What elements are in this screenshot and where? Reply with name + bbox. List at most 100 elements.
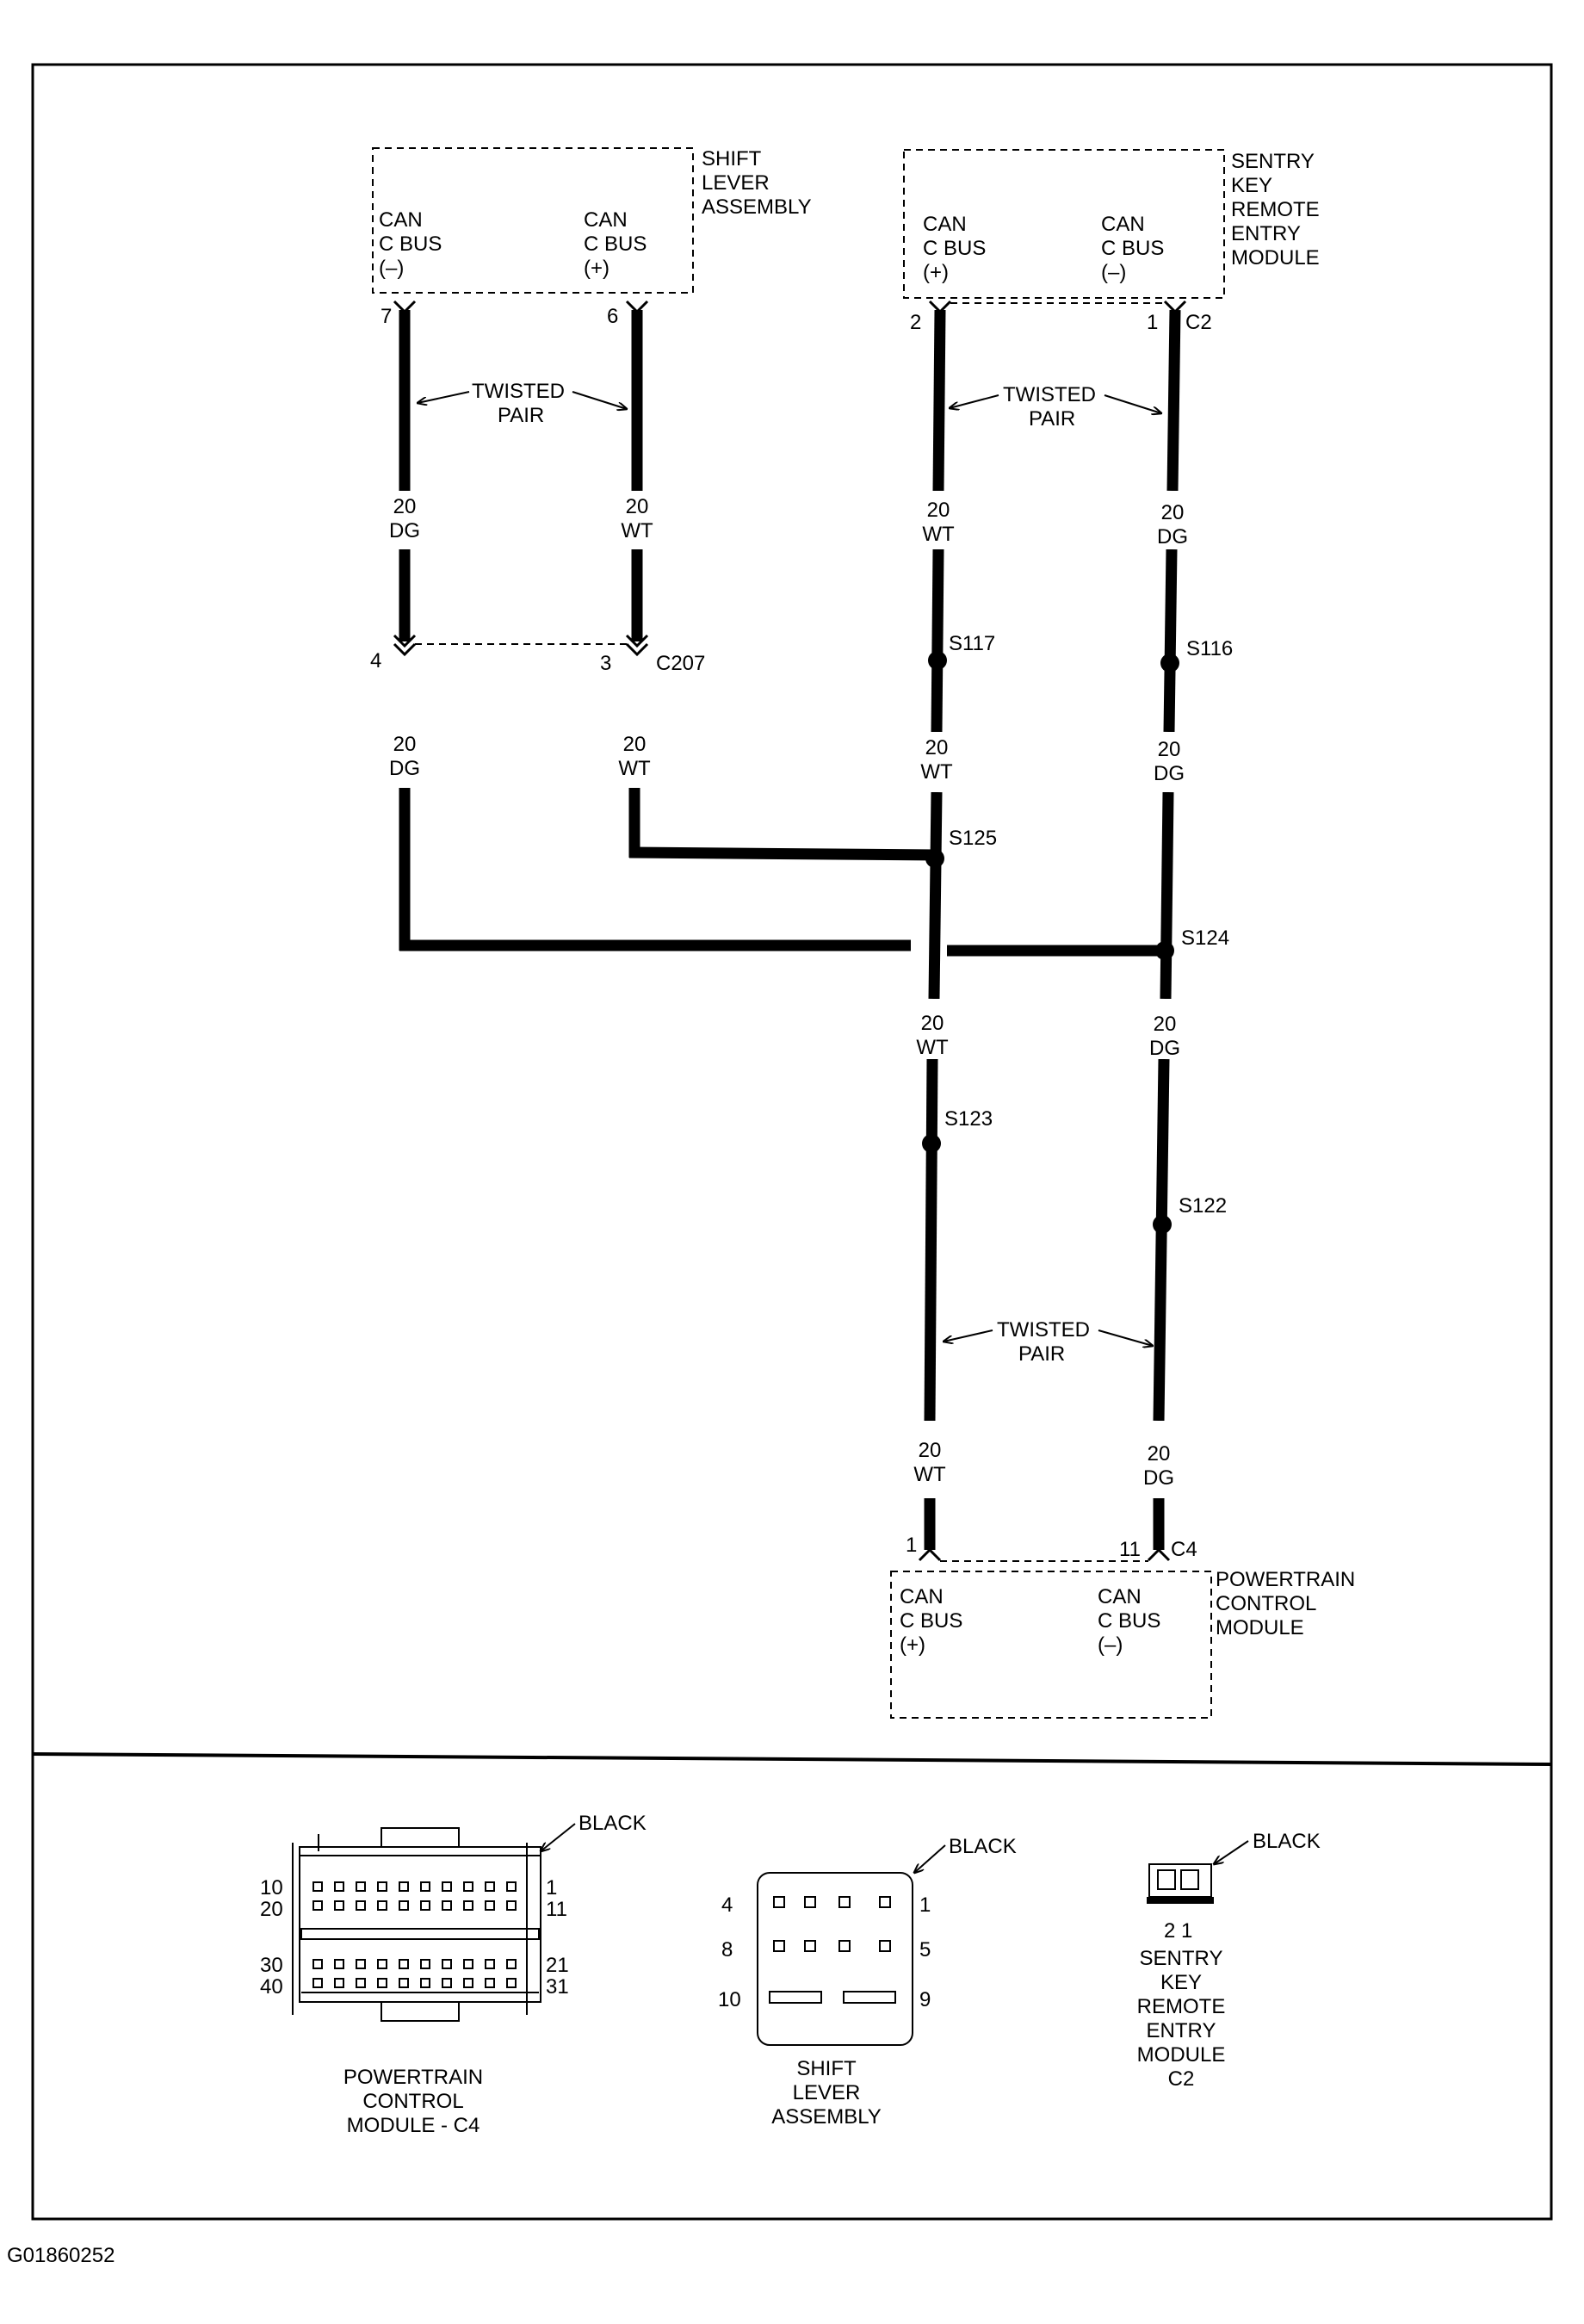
svg-text:DG: DG — [389, 519, 420, 542]
svg-text:20: 20 — [1148, 1442, 1171, 1466]
pcm-pin-cavity — [485, 1881, 495, 1892]
wire-dg-skrem-mid — [1163, 548, 1178, 733]
wire-label-wt-5: 20 WT — [913, 999, 952, 1059]
pcm-pin-cavity — [399, 1881, 409, 1892]
pcm-pin-cavity — [312, 1978, 323, 1988]
svg-text:TWISTED: TWISTED — [472, 380, 565, 403]
svg-text:ENTRY: ENTRY — [1147, 2019, 1216, 2042]
pcm-pin-cavity — [399, 1978, 409, 1988]
svg-text:S125: S125 — [949, 827, 997, 850]
skrem-name-1: SENTRY — [1231, 150, 1315, 173]
svg-text:20: 20 — [393, 495, 417, 518]
svg-text:DG: DG — [1154, 762, 1185, 785]
c207-label: C207 — [656, 652, 705, 675]
shift-lever-pin-6: 6 — [607, 305, 618, 328]
pcm-pin-cavity — [420, 1978, 430, 1988]
pcm-pin-cavity — [463, 1959, 473, 1969]
skrem-pin-plus-label-2: C BUS — [923, 237, 986, 260]
svg-text:S117: S117 — [949, 632, 995, 655]
svg-text:1: 1 — [919, 1893, 931, 1917]
svg-text:CONTROL: CONTROL — [362, 2090, 463, 2113]
shift-lever-connector-color: BLACK — [949, 1835, 1017, 1858]
sentry-key-remote-entry-module: CAN C BUS (+) CAN C BUS (–) SENTRY KEY R… — [903, 149, 1320, 299]
wire-label-dg-1: 20 DG — [386, 491, 424, 549]
svg-text:8: 8 — [721, 1938, 733, 1961]
svg-text:WT: WT — [913, 1463, 946, 1486]
svg-text:20: 20 — [927, 499, 950, 522]
shift-lever-name-1: SHIFT — [702, 147, 762, 170]
pcm-pin-cavity — [312, 1959, 323, 1969]
svg-text:MODULE - C4: MODULE - C4 — [347, 2114, 480, 2137]
svg-text:4: 4 — [721, 1893, 733, 1917]
svg-text:1: 1 — [546, 1876, 557, 1899]
pcm-pin-cavity — [334, 1900, 344, 1911]
svg-text:S123: S123 — [944, 1107, 993, 1131]
pcm-pin-cavity — [399, 1959, 409, 1969]
pcm-pin-cavity — [485, 1978, 495, 1988]
pcm-pin-cavity — [420, 1881, 430, 1892]
svg-text:PAIR: PAIR — [498, 404, 544, 427]
svg-text:20: 20 — [921, 1012, 944, 1035]
svg-text:10: 10 — [260, 1876, 283, 1899]
svg-text:20: 20 — [623, 733, 647, 756]
terminal-marks — [393, 300, 1187, 1562]
pcm-pin-cavity — [485, 1959, 495, 1969]
skrem-c2-pins: 2 1 — [1164, 1919, 1192, 1943]
svg-text:DG: DG — [389, 757, 420, 780]
svg-text:S122: S122 — [1179, 1194, 1227, 1218]
skrem-pin-minus-label-1: CAN — [1101, 213, 1145, 236]
pcm-connector-c4: C4 — [1171, 1538, 1197, 1561]
svg-text:SENTRY: SENTRY — [1140, 1947, 1223, 1970]
pcm-pin-cavity — [377, 1881, 387, 1892]
skrem-name-4: ENTRY — [1231, 222, 1301, 245]
skrem-c2-color: BLACK — [1253, 1830, 1321, 1853]
wire-dg-skrem-upper — [1166, 309, 1181, 492]
pcm-pin-plus-label-2: C BUS — [900, 1609, 962, 1633]
wire-label-dg-3: 20 DG — [386, 728, 424, 788]
svg-text:REMOTE: REMOTE — [1137, 1995, 1226, 2018]
splice-s117: S117 — [928, 632, 995, 670]
pcm-pin-plus-label-1: CAN — [900, 1585, 944, 1608]
svg-text:20: 20 — [1158, 738, 1181, 761]
svg-text:10: 10 — [718, 1988, 741, 2011]
svg-text:DG: DG — [1149, 1037, 1180, 1060]
shift-lever-assembly: CAN C BUS (–) CAN C BUS (+) SHIFT LEVER … — [372, 147, 812, 294]
skrem-pin-plus-label-3: (+) — [923, 261, 949, 284]
svg-text:WT: WT — [922, 523, 955, 546]
skrem-pin-plus-label-1: CAN — [923, 213, 967, 236]
shift-lever-name-2: LEVER — [702, 171, 770, 195]
pcm-pin-cavity — [463, 1978, 473, 1988]
svg-text:TWISTED: TWISTED — [997, 1318, 1090, 1342]
pcm-pin-cavity — [356, 1959, 366, 1969]
shift-lever-pin-plus-label-3: (+) — [584, 257, 609, 280]
pcm-pin-cavity — [356, 1881, 366, 1892]
pcm-pin-cavity — [506, 1900, 517, 1911]
pcm-c4-connector-view: 10 20 30 40 1 11 21 31 BLACK POWERTRAIN … — [260, 1812, 647, 2137]
pcm-pin-minus-label-3: (–) — [1098, 1633, 1123, 1657]
svg-text:DG: DG — [1157, 525, 1188, 548]
pcm-pin-cavity — [334, 1978, 344, 1988]
svg-text:S124: S124 — [1181, 927, 1229, 950]
svg-text:ASSEMBLY: ASSEMBLY — [771, 2105, 882, 2129]
pcm-name-3: MODULE — [1216, 1616, 1304, 1639]
pcm-pin-cavity — [442, 1978, 452, 1988]
pcm-pin-cavity — [506, 1881, 517, 1892]
pcm-pin-11: 11 — [1119, 1538, 1141, 1561]
pcm-name-1: POWERTRAIN — [1216, 1568, 1355, 1591]
svg-text:PAIR: PAIR — [1029, 407, 1075, 431]
splice-s125: S125 — [925, 827, 997, 868]
wire-dg-pcm-upper — [1153, 1058, 1170, 1422]
pcm-pin-plus-label-3: (+) — [900, 1633, 925, 1657]
pcm-pin-1: 1 — [906, 1534, 917, 1557]
pcm-pin-cavity — [312, 1881, 323, 1892]
pcm-pin-minus-label-1: CAN — [1098, 1585, 1142, 1608]
shift-lever-pin-plus-label-2: C BUS — [584, 232, 647, 256]
wire-label-wt-4: 20 WT — [917, 732, 956, 792]
twisted-pair-top-right: TWISTED PAIR — [950, 383, 1161, 431]
wire-wt-skrem-lower — [928, 791, 943, 1000]
splice-s122: S122 — [1153, 1194, 1227, 1234]
wire-label-wt-1: 20 WT — [618, 491, 656, 549]
svg-text:20: 20 — [626, 495, 649, 518]
skrem-name-3: REMOTE — [1231, 198, 1320, 221]
